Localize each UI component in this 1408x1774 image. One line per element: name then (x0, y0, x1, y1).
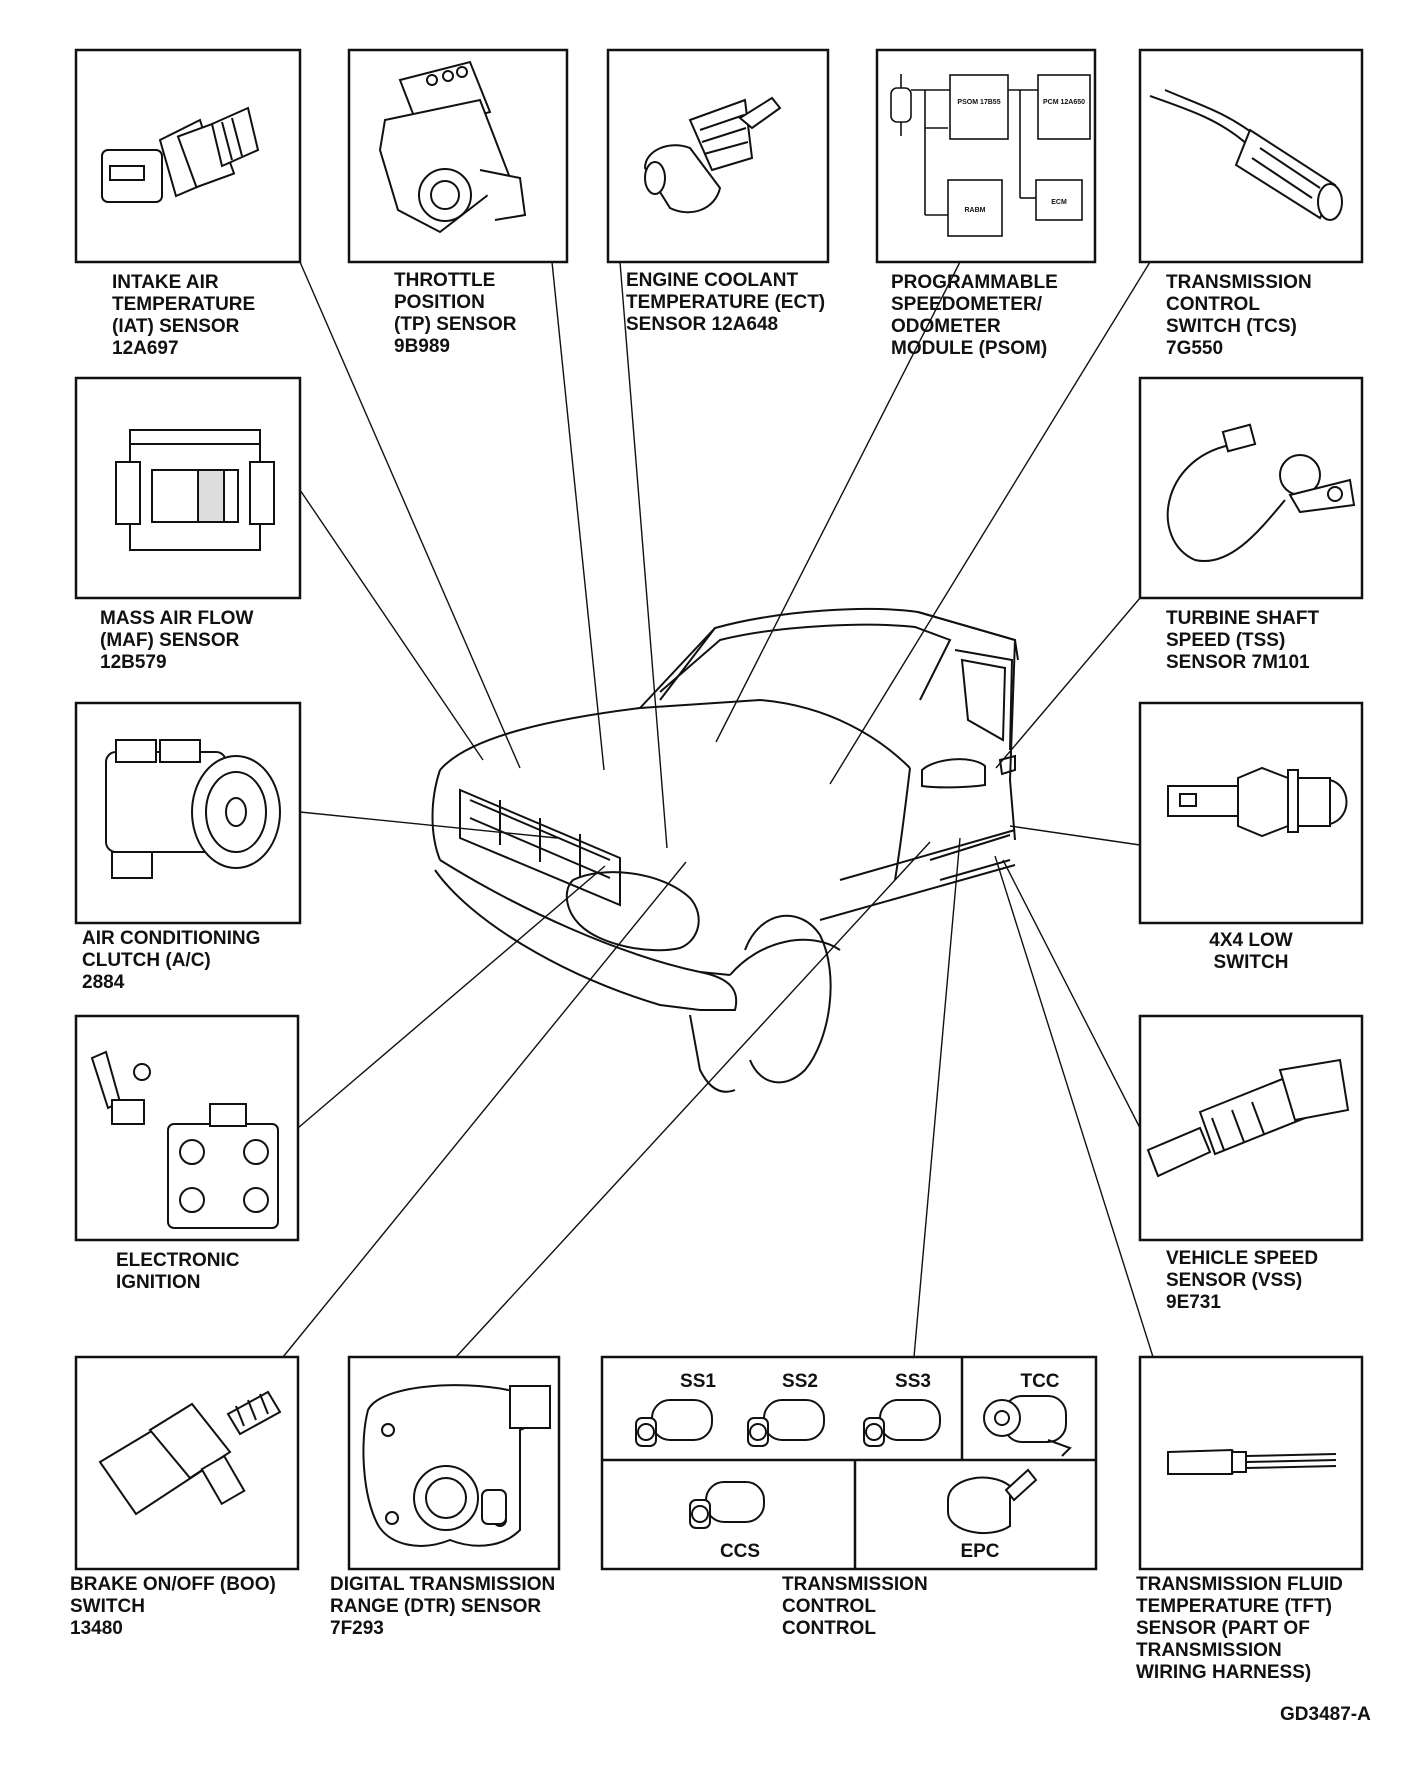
boo-switch-box (74, 1355, 300, 1571)
tcs-illustration (1149, 89, 1343, 221)
tp-sensor-box (347, 48, 569, 264)
electronic-ignition-illustration (90, 1050, 279, 1229)
epc-solenoid (947, 1468, 1038, 1534)
tcs-box (1138, 48, 1364, 264)
tp-sensor-illustration (378, 60, 527, 234)
ss1-solenoid (635, 1399, 713, 1447)
ss3-solenoid (863, 1399, 941, 1447)
boo-switch-label: BRAKE ON/OFF (BOO)SWITCH 13480 (70, 1574, 276, 1639)
figure-id: GD3487-A (1280, 1704, 1371, 1725)
4x4-low-switch-box (1138, 701, 1364, 925)
epc-label: EPC (960, 1541, 999, 1562)
ss2-label: SS2 (782, 1371, 818, 1392)
tss-sensor-illustration (1166, 423, 1356, 563)
ect-sensor-box (606, 48, 830, 264)
boo-switch-illustration (98, 1390, 282, 1516)
solenoid-box (600, 1355, 1098, 1571)
psom-block-label: PSOM 17B55 (957, 99, 1000, 106)
dtr-sensor-box (347, 1355, 561, 1571)
iat-sensor-illustration (101, 106, 260, 203)
ac-clutch-illustration (105, 739, 281, 879)
tft-sensor-illustration (1167, 1448, 1337, 1475)
tcc-label: TCC (1020, 1371, 1059, 1392)
ect-sensor-illustration (643, 96, 782, 214)
4x4-low-switch-illustration (1167, 766, 1348, 838)
maf-sensor-box (74, 376, 302, 600)
tss-sensor-box (1138, 376, 1364, 600)
tft-sensor-box (1138, 1355, 1364, 1571)
ac-clutch-box (74, 701, 302, 925)
ss3-label: SS3 (895, 1371, 931, 1392)
maf-sensor-illustration (115, 429, 275, 551)
solenoid-illustrations (635, 1395, 1072, 1534)
rabm-block-label: RABM (965, 207, 986, 214)
ccs-label: CCS (720, 1541, 760, 1562)
tcc-solenoid (983, 1395, 1072, 1457)
ss2-solenoid (747, 1399, 825, 1447)
dtr-sensor-illustration (362, 1384, 551, 1547)
iat-sensor-box (74, 48, 302, 264)
psom-box (875, 48, 1097, 264)
ecm-block-label: ECM (1051, 199, 1067, 206)
leader-lines (282, 261, 1154, 1358)
psom-schematic (890, 74, 1091, 237)
vss-illustration (1146, 1058, 1350, 1178)
ccs-solenoid (689, 1481, 765, 1529)
pcm-block-label: PCM 12A650 (1043, 99, 1085, 106)
ss1-label: SS1 (680, 1371, 716, 1392)
maf-sensor-label: MASS AIR FLOW(MAF) SENSOR 12B579 (100, 608, 254, 673)
vehicle-illustration (431, 607, 1019, 1093)
